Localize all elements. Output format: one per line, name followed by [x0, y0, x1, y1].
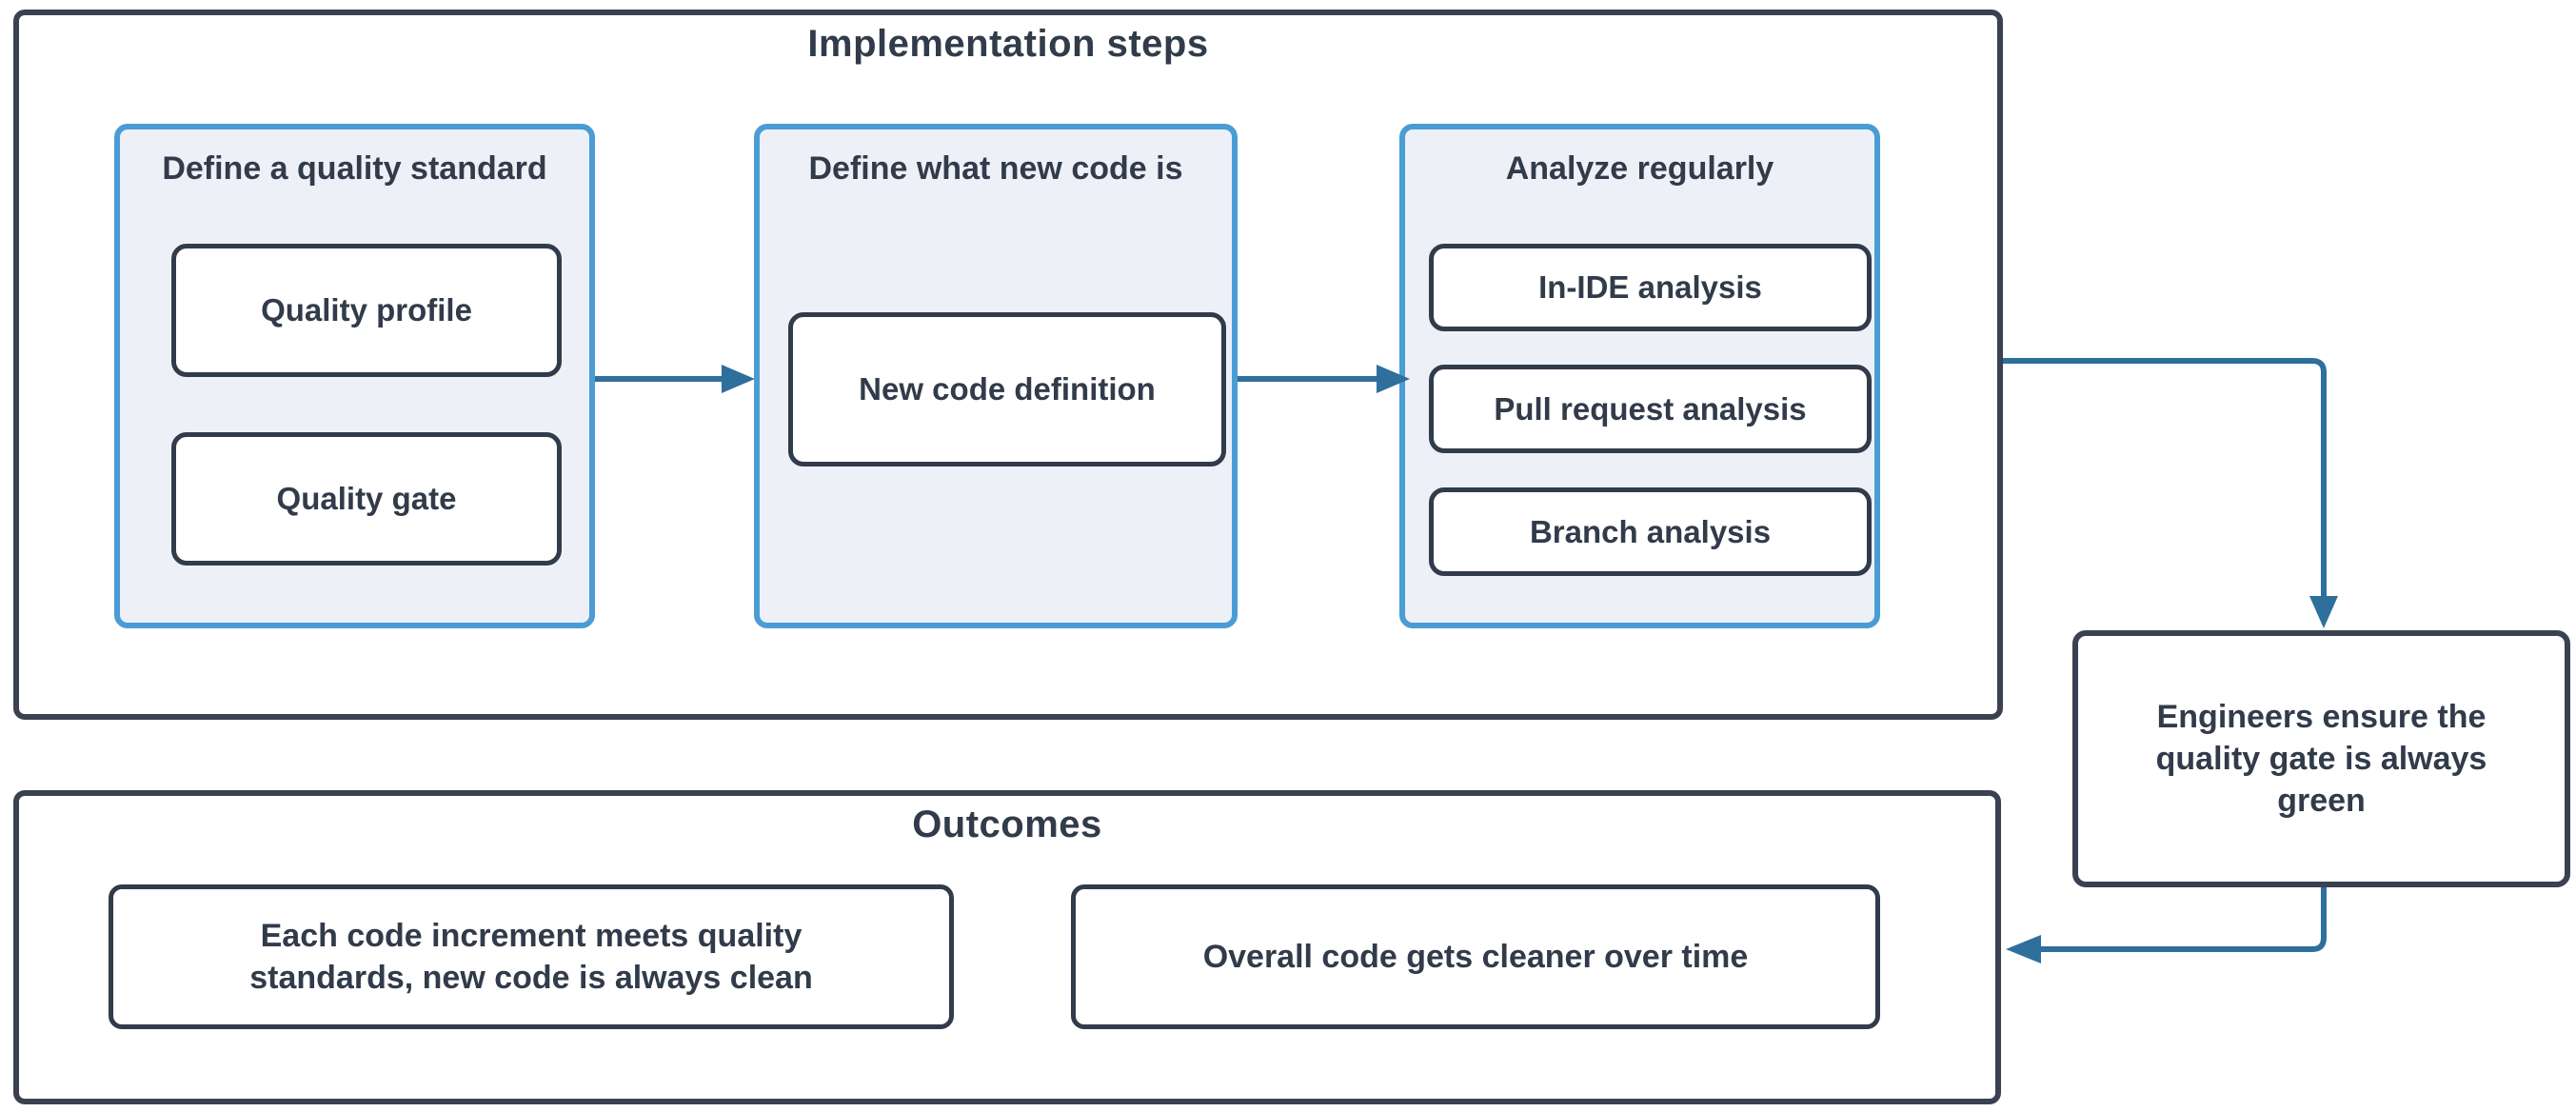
pull-request-analysis-box: Pull request analysis [1429, 365, 1872, 453]
quality-gate-label: Quality gate [276, 481, 457, 516]
arrow-implementation-to-engineers [2003, 358, 2338, 628]
new-code-definition-box: New code definition [788, 312, 1226, 467]
step-analyze-regularly: Analyze regularly In-IDE analysis Pull r… [1399, 124, 1880, 628]
quality-gate-box: Quality gate [171, 432, 562, 566]
arrowhead-down-icon [2309, 596, 2338, 628]
outcome-cleaner-over-time-box: Overall code gets cleaner over time [1071, 884, 1880, 1029]
arrowhead-left-icon [2006, 935, 2041, 963]
step-define-quality-standard-title: Define a quality standard [162, 150, 547, 187]
step-define-new-code-title: Define what new code is [808, 150, 1183, 187]
engineers-note-label: Engineers ensure the quality gate is alw… [2155, 698, 2487, 820]
in-ide-analysis-box: In-IDE analysis [1429, 244, 1872, 331]
outcome-cleaner-over-time-label: Overall code gets cleaner over time [1202, 938, 1749, 975]
quality-profile-box: Quality profile [171, 244, 562, 377]
implementation-steps-title: Implementation steps [807, 23, 1209, 65]
in-ide-analysis-label: In-IDE analysis [1538, 269, 1762, 305]
branch-analysis-box: Branch analysis [1429, 487, 1872, 576]
outcome-each-increment-label: Each code increment meets quality standa… [249, 917, 813, 996]
engineers-note-box: Engineers ensure the quality gate is alw… [2072, 630, 2570, 887]
step-define-quality-standard: Define a quality standard Quality profil… [114, 124, 595, 628]
new-code-definition-label: New code definition [859, 371, 1156, 407]
outcome-each-increment-box: Each code increment meets quality standa… [109, 884, 954, 1029]
outcomes-title: Outcomes [912, 804, 1102, 845]
pull-request-analysis-label: Pull request analysis [1494, 390, 1807, 427]
quality-profile-label: Quality profile [261, 292, 472, 328]
branch-analysis-label: Branch analysis [1529, 513, 1772, 549]
arrow-engineers-to-outcomes [2006, 887, 2327, 963]
step-define-new-code: Define what new code is New code definit… [754, 124, 1238, 628]
step-analyze-regularly-title: Analyze regularly [1505, 150, 1774, 187]
